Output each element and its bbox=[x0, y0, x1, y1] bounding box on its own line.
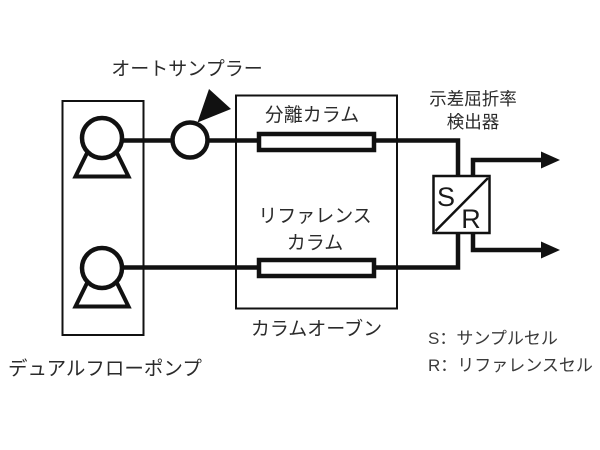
reference-column-rect bbox=[256, 257, 377, 279]
pump-icon-top bbox=[72, 115, 132, 179]
flow-line-column-to-reference-cell bbox=[375, 232, 461, 270]
dual-flow-pump-label: デュアルフローポンプ bbox=[8, 358, 202, 380]
reference-cell-letter: R bbox=[461, 204, 481, 234]
reference-column-label-line1: リファレンス bbox=[258, 206, 372, 227]
flow-line-column-to-sample-cell bbox=[375, 138, 461, 177]
outlet-line-bottom bbox=[470, 232, 544, 253]
reference-column-label-line2: カラム bbox=[286, 233, 344, 254]
column-oven-label: カラムオーブン bbox=[250, 319, 383, 340]
legend-sample-cell: S：サンプルセル bbox=[428, 329, 558, 348]
detector-diagonal bbox=[434, 177, 489, 232]
separation-column-rect bbox=[256, 131, 377, 153]
legend-reference-cell: R：リファレンスセル bbox=[428, 356, 593, 375]
sample-cell-letter: S bbox=[437, 182, 455, 212]
detector-label-line1: 示差屈折率 bbox=[429, 89, 517, 109]
separation-column-label: 分離カラム bbox=[264, 105, 360, 126]
outlet-line-top bbox=[470, 157, 544, 177]
column-oven-box bbox=[235, 94, 398, 310]
pump-icon-bottom bbox=[72, 245, 132, 309]
autosampler-valve-icon bbox=[170, 120, 210, 160]
detector-label-line2: 検出器 bbox=[446, 112, 500, 132]
reference-column-label: リファレンス カラム bbox=[235, 203, 395, 257]
pump-box bbox=[61, 100, 145, 336]
injection-arrow-icon bbox=[197, 89, 231, 123]
outlet-arrowhead-top-icon bbox=[541, 151, 560, 169]
detector-label: 示差屈折率 検出器 bbox=[403, 88, 543, 134]
outlet-arrowhead-bottom-icon bbox=[541, 241, 560, 259]
autosampler-label: オートサンプラー bbox=[111, 59, 263, 80]
